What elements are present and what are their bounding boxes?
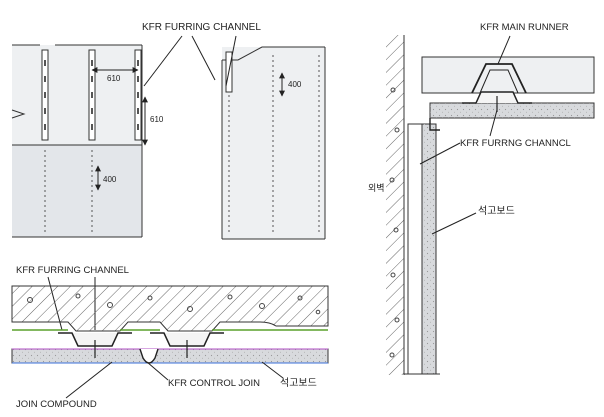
leader-furring-right	[419, 109, 498, 165]
screws-section	[94, 340, 188, 358]
furring-channel-profiles	[58, 332, 224, 347]
dim-400-a-text: 400	[103, 175, 117, 184]
elevation-view: 610 610 400 400 KFR FURRING CHANNEL	[11, 22, 326, 240]
label-kfr-furring-channel-section: KFR FURRING CHANNEL	[16, 265, 129, 276]
slab-aggregate	[27, 293, 321, 315]
main-runner-clip	[471, 63, 527, 94]
wall-furring-channel	[407, 123, 423, 375]
dim-400-lower: 400	[95, 165, 117, 191]
concrete-slab	[11, 285, 329, 332]
dim-400-b-text: 400	[288, 80, 302, 89]
dim-610-v-text: 610	[150, 115, 164, 124]
wall-aggregate	[389, 87, 400, 358]
label-kfr-control-join: KFR CONTROL JOIN	[168, 378, 260, 389]
leader-gypsum-right	[431, 212, 477, 235]
dim-610-horizontal: 610	[91, 67, 139, 83]
section-view: KFR FURRING CHANNEL	[11, 265, 329, 410]
screw-lines-lower	[44, 150, 93, 235]
main-runner-block	[421, 56, 595, 94]
leader-lines-bottom	[65, 361, 284, 399]
strip-slots	[44, 60, 139, 130]
main-runner-clip-inner	[479, 69, 519, 94]
leader-main-runner	[497, 35, 511, 65]
label-wall: 외벽	[368, 182, 385, 194]
corner-trim	[429, 118, 440, 131]
break-line-left	[11, 109, 26, 119]
wall-ceiling-section: KFR MAIN RUNNER KFR FURRNG CHANNCL 외벽 석고…	[368, 22, 595, 375]
dim-610-h-text: 610	[107, 74, 121, 83]
label-kfr-furring-channel-top: KFR FURRING CHANNEL	[142, 22, 261, 33]
board-panel-lower-left	[12, 145, 142, 237]
label-join-compound: JOIN COMPOUND	[16, 399, 97, 410]
label-gypsum-board-right: 석고보드	[478, 205, 515, 217]
dim-400-upper: 400	[279, 72, 302, 97]
label-kfr-main-runner: KFR MAIN RUNNER	[480, 22, 569, 33]
label-gypsum-board-bottom: 석고보드	[280, 377, 317, 389]
leader-lines-top	[143, 35, 237, 87]
exterior-wall	[386, 35, 404, 375]
screw-lines-right	[228, 55, 320, 235]
control-joint	[139, 348, 159, 364]
label-kfr-furrng-channcl: KFR FURRNG CHANNCL	[460, 138, 571, 149]
dim-610-vertical: 610	[142, 96, 164, 146]
